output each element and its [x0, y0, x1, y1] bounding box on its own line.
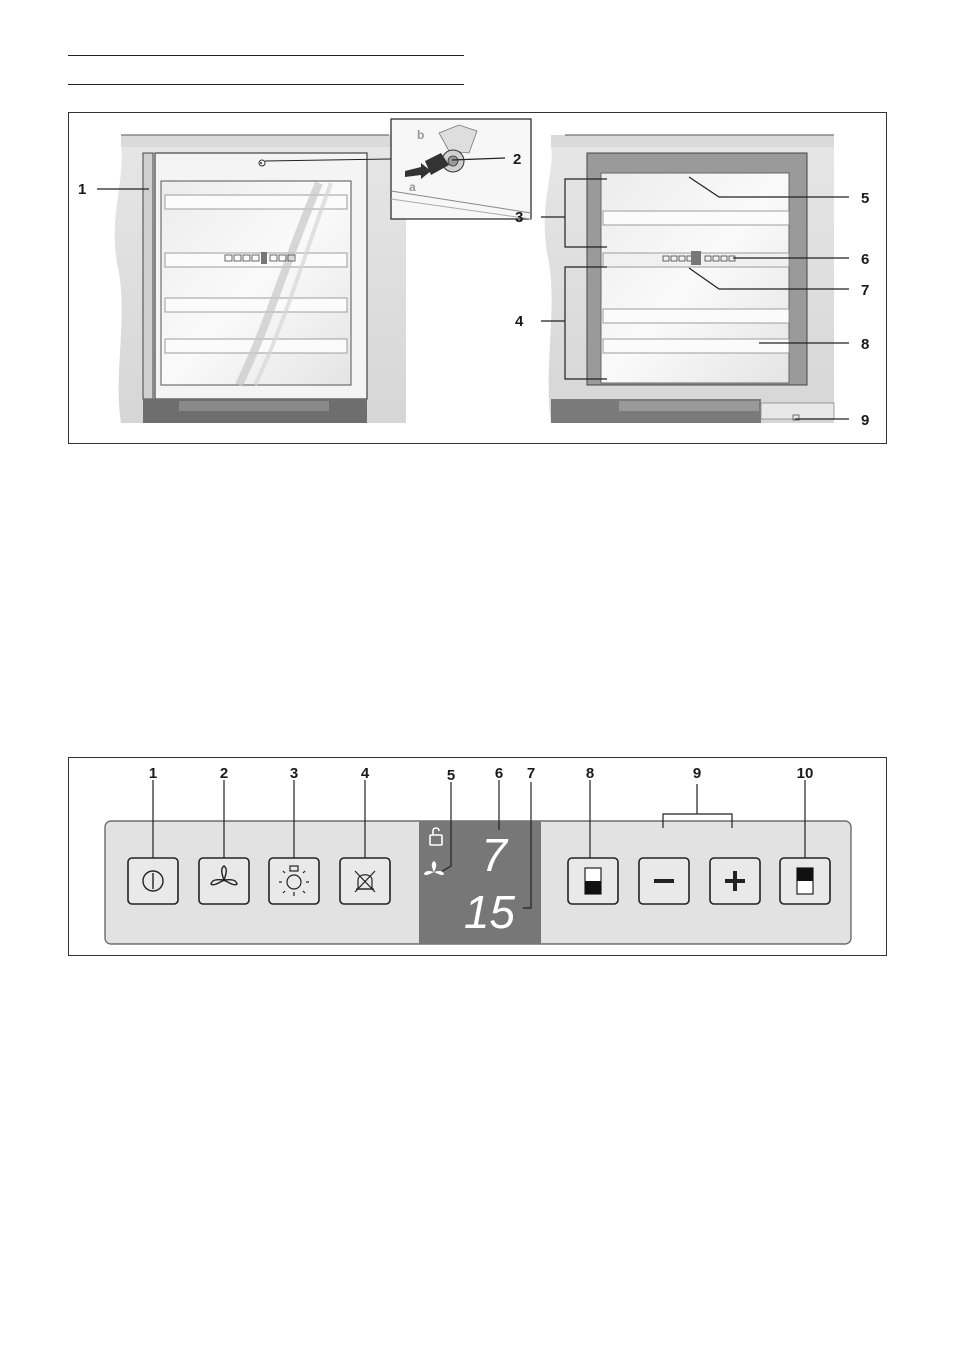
callout-1: 1 — [149, 765, 157, 782]
callout-5: 5 — [447, 767, 455, 784]
appliance-figure: 1 2 3 4 5 6 7 8 9 b a — [68, 112, 887, 444]
callout-10: 10 — [797, 765, 814, 782]
callout-3: 3 — [515, 209, 523, 226]
lower-temperature-readout: 15 — [464, 886, 516, 938]
upper-zone-icon — [585, 868, 601, 894]
control-panel-figure: 7 15 1 2 3 4 5 6 7 8 9 10 — [68, 757, 887, 956]
callout-1: 1 — [78, 181, 86, 198]
callout-5: 5 — [861, 190, 869, 207]
callout-8: 8 — [861, 336, 869, 353]
callout-7: 7 — [527, 765, 535, 782]
upper-temperature-readout: 7 — [481, 829, 508, 881]
callout-9: 9 — [693, 765, 701, 782]
callout-8: 8 — [586, 765, 594, 782]
callout-6: 6 — [861, 251, 869, 268]
plus-button[interactable] — [710, 858, 760, 904]
minus-icon — [654, 879, 674, 883]
callout-4: 4 — [361, 765, 370, 782]
alarm-off-button[interactable] — [340, 858, 390, 904]
callout-6: 6 — [495, 765, 503, 782]
callout-2: 2 — [513, 151, 521, 168]
alarm-off-icon — [355, 871, 375, 892]
lower-zone-button[interactable] — [780, 858, 830, 904]
upper-zone-button[interactable] — [568, 858, 618, 904]
callout-2: 2 — [220, 765, 228, 782]
callout-7: 7 — [861, 282, 869, 299]
callout-3: 3 — [290, 765, 298, 782]
appliance-illustration: 1 2 3 4 5 6 7 8 9 b a — [69, 113, 886, 443]
fan-button[interactable] — [199, 858, 249, 904]
header-rule-top — [68, 55, 464, 56]
control-panel-illustration: 7 15 1 2 3 4 5 6 7 8 9 10 — [69, 758, 886, 955]
inset-label-a: a — [409, 180, 416, 194]
callout-4: 4 — [515, 313, 524, 330]
right-appliance — [545, 135, 834, 423]
minus-button[interactable] — [639, 858, 689, 904]
light-button[interactable] — [269, 858, 319, 904]
lower-zone-icon — [797, 868, 813, 894]
left-appliance — [115, 135, 406, 423]
inset-label-b: b — [417, 128, 424, 142]
power-button[interactable] — [128, 858, 178, 904]
header-rule-bottom — [68, 84, 464, 85]
callout-9: 9 — [861, 412, 869, 429]
